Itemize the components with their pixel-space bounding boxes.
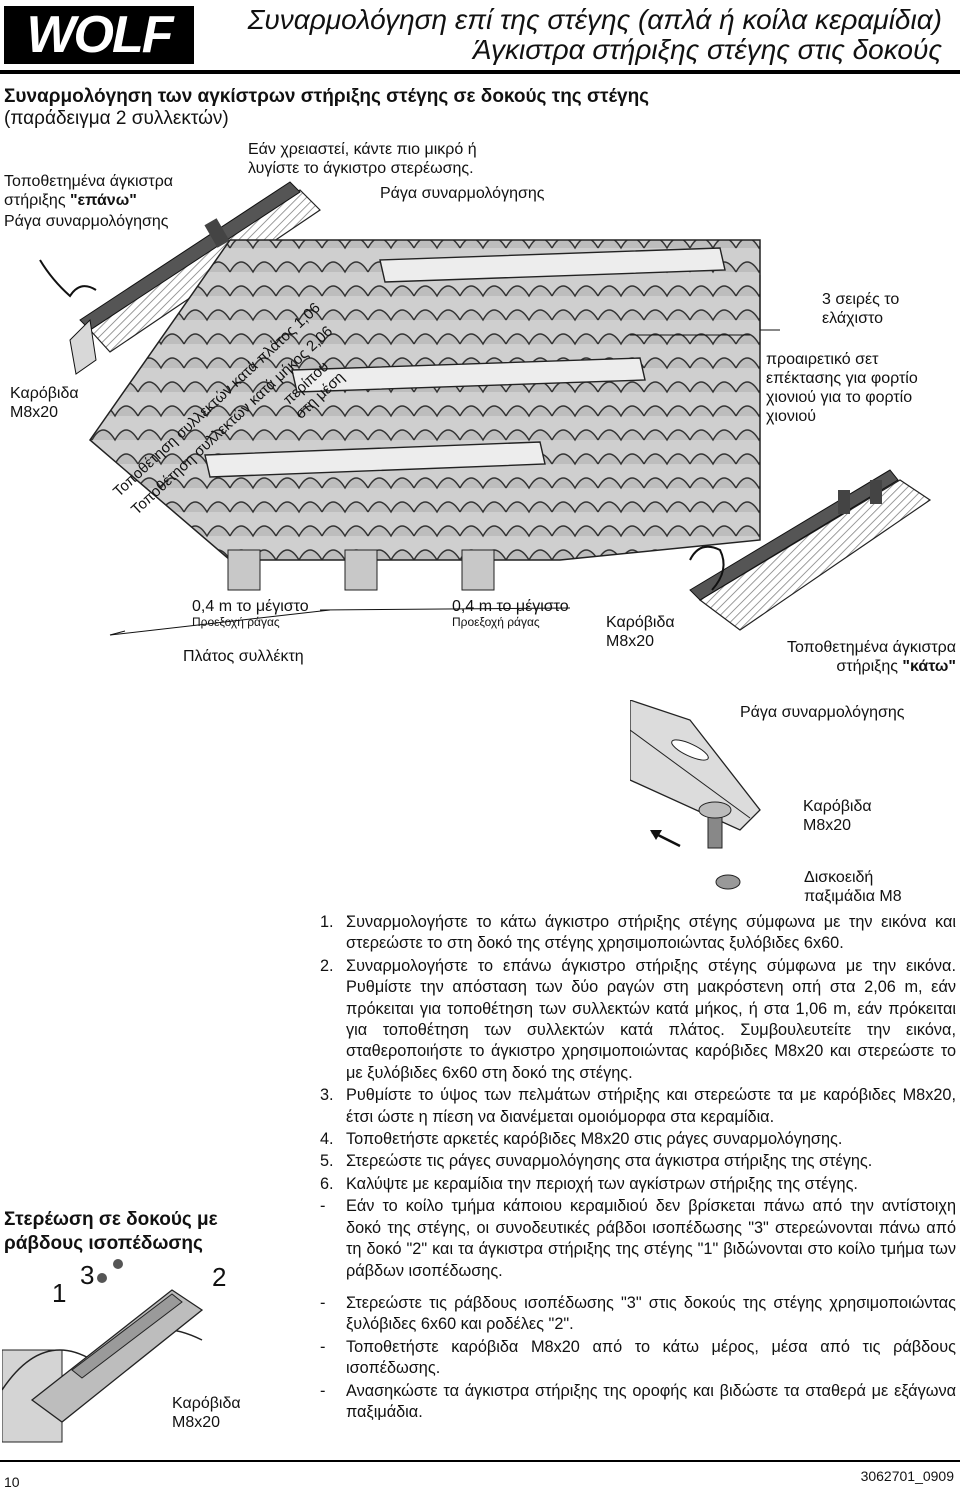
- leveling-bars-heading: Στερέωση σε δοκούς με ράβδους ισοπέδωσης: [4, 1209, 218, 1254]
- step-item: 5.Στερεώστε τις ράγες συναρμολόγησης στα…: [320, 1152, 873, 1171]
- carriage-bolt-label-left: Καρόβιδα M8x20: [10, 385, 79, 421]
- instruction-list: 1.Συναρμολογήστε το κάτω άγκιστρο στήριξ…: [320, 912, 956, 1424]
- step-item: 2.Συναρμολογήστε το επάνω άγκιστρο στήρι…: [320, 956, 956, 1082]
- page-title: Συναρμολόγηση επί της στέγης (απλά ή κοί…: [247, 4, 942, 35]
- roof-area: [88, 239, 780, 591]
- rows-minimum-label: 3 σειρές το ελάχιστο: [822, 291, 900, 327]
- step-item: -Στερεώστε τις ράβδους ισοπέδωσης "3" στ…: [320, 1293, 956, 1334]
- step-item: 6.Καλύψτε με κεραμίδια την περιοχή των α…: [320, 1174, 858, 1193]
- collector-width-label: Πλάτος συλλέκτη: [183, 648, 304, 665]
- callout-2: 2: [212, 1262, 227, 1292]
- snow-kit-label: προαιρετικό σετ επέκτασης για φορτίο χιο…: [766, 351, 918, 425]
- rail-label-top: Ράγα συναρμολόγησης: [380, 185, 545, 202]
- upper-hooks-label: Τοποθετημένα άγκιστρα στήριξης "επάνω": [4, 173, 174, 209]
- leveling-bars-diagram: [2, 1259, 204, 1443]
- section-heading: Συναρμολόγηση των αγκίστρων στήριξης στέ…: [4, 86, 650, 107]
- callout-3: 3: [80, 1260, 95, 1290]
- step-item: 1.Συναρμολογήστε το κάτω άγκιστρο στήριξ…: [320, 913, 956, 953]
- dimension-lines: [109, 275, 761, 636]
- document-code: 3062701_0909: [860, 1468, 954, 1484]
- page-number: 10: [4, 1474, 20, 1490]
- lower-hook-detail: [689, 469, 932, 631]
- upper-hook-detail: [39, 181, 321, 375]
- overhang-max-left: 0,4 m το μέγιστο: [192, 598, 309, 615]
- header-rule: [0, 70, 960, 74]
- step-item: -Ανασηκώστε τα άγκιστρα στήριξης της ορο…: [320, 1381, 956, 1421]
- overhang-max-right: 0,4 m το μέγιστο: [452, 598, 569, 615]
- page-subtitle: Άγκιστρα στήριξης στέγης στις δοκούς: [472, 34, 942, 65]
- trim-hint-label: Εάν χρειαστεί, κάντε πιο μικρό ή λυγίστε…: [248, 141, 477, 177]
- callout-1: 1: [52, 1278, 67, 1308]
- section-subheading: (παράδειγμα 2 συλλεκτών): [4, 108, 229, 129]
- step-item: -Τοποθετήστε καρόβιδα M8x20 από το κάτω …: [320, 1337, 956, 1378]
- lower-hooks-label: Τοποθετημένα άγκιστρα στήριξης "κάτω": [786, 639, 956, 675]
- carriage-bolt-label-mid: Καρόβιδα M8x20: [606, 614, 675, 650]
- flange-nut-label: Δισκοειδή παξιμάδια M8: [804, 869, 902, 905]
- step-item: 4.Τοποθετήστε αρκετές καρόβιδες M8x20 στ…: [320, 1130, 843, 1149]
- rail-label-left: Ράγα συναρμολόγησης: [4, 213, 169, 230]
- carriage-bolt-detail-label: Καρόβιδα M8x20: [803, 798, 872, 834]
- overhang-label-right: Προεξοχή ράγας: [452, 615, 540, 629]
- overhang-label-left: Προεξοχή ράγας: [192, 615, 280, 629]
- step-item: -Εάν το κοίλο τμήμα κάποιου κεραμιδιού δ…: [320, 1197, 956, 1280]
- rail-bolt-detail: [630, 700, 761, 890]
- footer-rule: [0, 1460, 960, 1462]
- step-item: 3.Ρυθμίστε το ύψος των πελμάτων στήριξης…: [320, 1086, 956, 1126]
- leveling-carriage-bolt-label: Καρόβιδα M8x20: [172, 1395, 241, 1431]
- roof-mounting-diagram: [39, 181, 932, 636]
- rail-detail-label: Ράγα συναρμολόγησης: [740, 704, 905, 721]
- wolf-logo: WOLF: [4, 6, 194, 64]
